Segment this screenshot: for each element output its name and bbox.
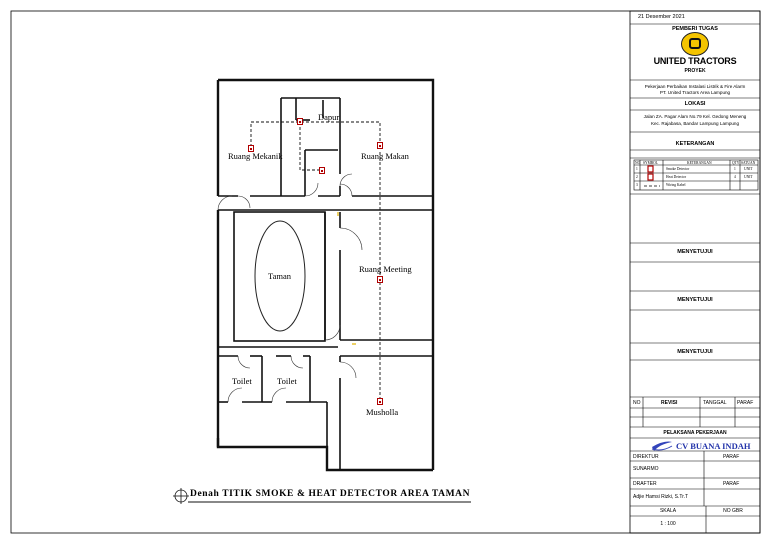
revisi-header-paraf: PARAF bbox=[737, 400, 754, 406]
legend-row-qty: 1 bbox=[734, 167, 736, 171]
menyetujui-label-2: MENYETUJUI bbox=[677, 297, 713, 303]
room-label-toilet: Toilet bbox=[277, 376, 297, 386]
paraf-label-direktur: PARAF bbox=[723, 454, 740, 460]
contractor-logo-swoosh bbox=[652, 441, 672, 451]
revisi-header-no: NO bbox=[633, 400, 641, 406]
date-text: 21 Desember 2021 bbox=[638, 14, 685, 20]
legend-row-ket: Heat Detector bbox=[666, 175, 687, 179]
revisi-header-revisi: REVISI bbox=[661, 400, 678, 406]
legend-row-ket: Wiring Kabel bbox=[666, 183, 686, 187]
legend-header-keterangan: KETERANGAN bbox=[687, 161, 712, 165]
interior-walls bbox=[218, 97, 433, 470]
direktur-label: DIREKTUR bbox=[633, 454, 659, 460]
heat-detector-icon bbox=[248, 145, 254, 152]
drawing-title: Denah TITIK SMOKE & HEAT DETECTOR AREA T… bbox=[190, 489, 471, 499]
legend-row-satuan: UNIT bbox=[744, 167, 753, 171]
title-block-frame bbox=[629, 10, 761, 534]
drafter-label: DRAFTER bbox=[633, 481, 657, 487]
lokasi-label: LOKASI bbox=[684, 101, 706, 107]
heat-detector-icon bbox=[319, 167, 325, 174]
proyek-line-1: Pekerjaan Perbaikan Instalasi Listrik & … bbox=[644, 84, 746, 89]
heat-detector-icon bbox=[297, 118, 303, 125]
pelaksana-label: PELAKSANA PEKERJAAN bbox=[663, 430, 727, 436]
lokasi-line-1: Jalan ZA. Pagar Alam No.79 Kel. Gedong M… bbox=[643, 114, 747, 119]
room-label-dapur: Dapur bbox=[318, 112, 340, 122]
legend-row-no: 1 bbox=[636, 167, 638, 171]
wiring-cable bbox=[250, 121, 381, 398]
room-label-taman: Taman bbox=[268, 271, 292, 281]
united-tractors-logo-icon bbox=[681, 32, 709, 56]
compass-symbol bbox=[173, 488, 189, 504]
skala-label: SKALA bbox=[659, 508, 677, 514]
legend-row-no: 3 bbox=[636, 183, 638, 187]
room-label-musholla: Musholla bbox=[366, 407, 399, 417]
smoke-detector-icon bbox=[377, 276, 383, 283]
direktur-name: SUNARMO bbox=[633, 466, 659, 472]
legend-row-ket: Smoke Detector bbox=[666, 167, 690, 171]
paraf-label-drafter: PARAF bbox=[723, 481, 740, 487]
revisi-header-tanggal: TANGGAL bbox=[703, 400, 727, 406]
title-block-lines bbox=[630, 23, 760, 533]
door-swings bbox=[217, 173, 363, 403]
menyetujui-label-1: MENYETUJUI bbox=[677, 249, 713, 255]
lokasi-line-2: Kec. Rajabasa, Bandar Lampung Lampung bbox=[650, 121, 740, 126]
heat-detector-icon bbox=[377, 398, 383, 405]
legend-header-no: NO bbox=[635, 161, 641, 165]
legend-row-no: 2 bbox=[636, 175, 638, 179]
floor-plan bbox=[216, 78, 435, 472]
room-label-ruang-makan: Ruang Makan bbox=[361, 151, 409, 161]
proyek-label: PROYEK bbox=[684, 68, 706, 74]
contractor-name: CV BUANA INDAH bbox=[676, 441, 751, 451]
room-label-ruang-meeting: Ruang Meeting bbox=[359, 264, 412, 274]
no-gbr-label: NO GBR bbox=[723, 508, 743, 514]
room-label-toilet: Toilet bbox=[232, 376, 252, 386]
legend-symbols bbox=[644, 165, 660, 187]
drafter-name: Adjie Hamsi Rizki, S.Tr.T bbox=[633, 494, 689, 500]
client-logo-text: UNITED TRACTORS bbox=[653, 56, 737, 66]
legend-row-satuan: UNIT bbox=[744, 175, 753, 179]
heat-detector-icon bbox=[377, 142, 383, 149]
garden-oval bbox=[254, 220, 306, 332]
legend-header-symbol: SYMBOL bbox=[643, 161, 658, 165]
pemberi-tugas-label: PEMBERI TUGAS bbox=[672, 26, 718, 32]
skala-value: 1 : 100 bbox=[660, 521, 676, 527]
menyetujui-label-3: MENYETUJUI bbox=[677, 349, 713, 355]
proyek-line-2: PT. United Tractors Area Lampung bbox=[659, 90, 731, 95]
keterangan-label: KETERANGAN bbox=[675, 141, 715, 147]
room-label-ruang-mekanik: Ruang Mekanik bbox=[228, 151, 283, 161]
legend-row-qty: 4 bbox=[734, 175, 736, 179]
legend-header-satuan: SATUAN bbox=[741, 161, 756, 165]
legend-header-qty: QTY bbox=[732, 161, 740, 165]
